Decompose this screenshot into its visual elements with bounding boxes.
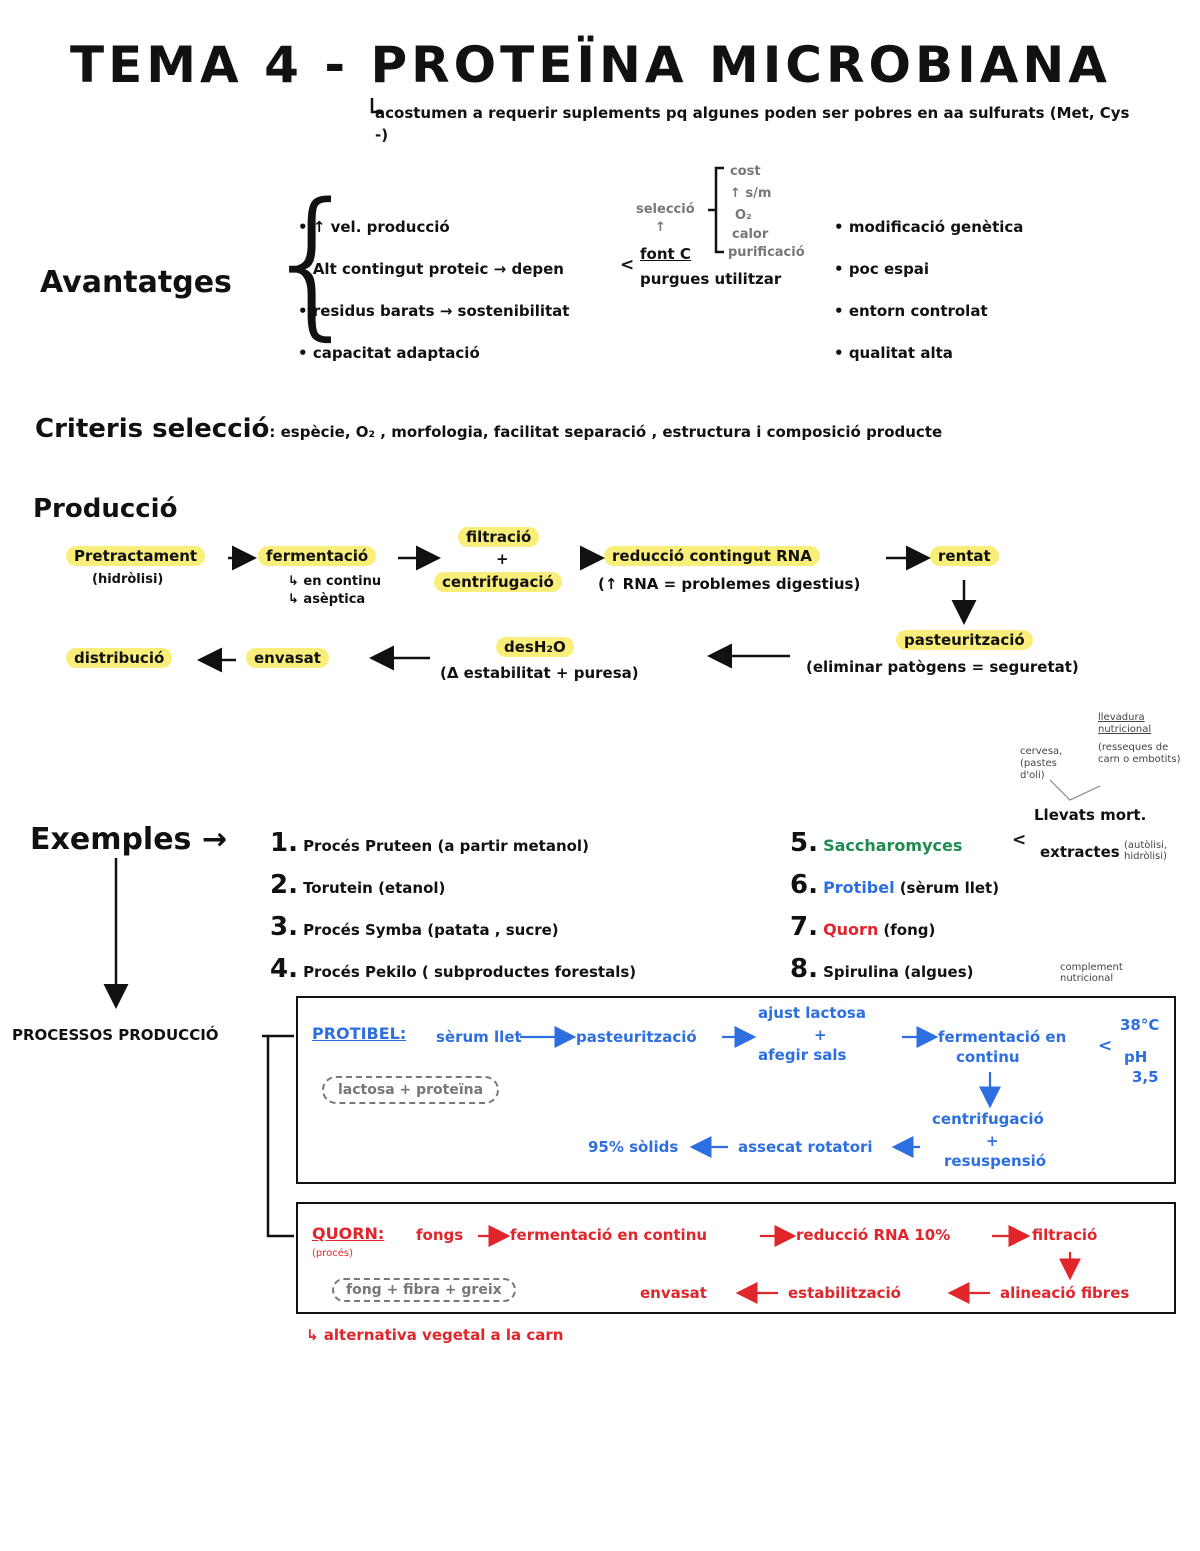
protibel-serum: sèrum llet xyxy=(436,1028,522,1046)
avantatges-heading: Avantatges xyxy=(40,265,232,300)
criteris-heading: Criteris selecció xyxy=(35,414,270,444)
quorn-reduccio: reducció RNA 10% xyxy=(796,1226,951,1244)
exemple-3: 3. Procés Symba (patata , sucre) xyxy=(270,912,559,942)
protibel-continu: continu xyxy=(956,1048,1020,1066)
avantatge-item-3: • residus barats → sostenibilitat xyxy=(298,302,570,320)
purgues-label: purgues utilitzar xyxy=(640,270,782,288)
avantatge-right-3: • entorn controlat xyxy=(834,302,988,320)
protibel-ph: pH xyxy=(1124,1048,1148,1066)
extractes-note: (autòlisi, hidròlisi) xyxy=(1124,840,1168,862)
processos-heading: PROCESSOS PRODUCCIÓ xyxy=(12,1026,219,1044)
step-plus: + xyxy=(496,550,509,568)
exemple-2: 2. Torutein (etanol) xyxy=(270,870,446,900)
quorn-note: ↳ alternativa vegetal a la carn xyxy=(306,1326,564,1344)
avantatge-right-1: • modificació genètica xyxy=(834,218,1024,236)
step-asceptica: ↳ asèptica xyxy=(288,592,366,607)
step-distribucio: distribució xyxy=(66,648,173,668)
step-continu: ↳ en continu xyxy=(288,574,382,589)
protibel-temp: 38°C xyxy=(1120,1016,1160,1034)
quorn-fongs: fongs xyxy=(416,1226,464,1244)
step-reduccio-note: (↑ RNA = problemes digestius) xyxy=(598,575,861,593)
quorn-ferment: fermentació en continu xyxy=(510,1226,708,1244)
less-than-icon-2: < xyxy=(1012,830,1027,850)
step-hidrolisi: (hidròlisi) xyxy=(92,572,164,587)
up-arrow-icon: ↑ xyxy=(655,220,666,235)
step-dessecacio: desH₂O xyxy=(496,637,574,657)
page-title: TEMA 4 - PROTEÏNA MICROBIANA xyxy=(70,36,1111,94)
exemple-7: 7. Quorn (fong) xyxy=(790,912,936,942)
llevadura-title: llevadura nutricional xyxy=(1098,712,1152,735)
quorn-label: QUORN: xyxy=(312,1224,385,1243)
protibel-ferment: fermentació en xyxy=(938,1028,1067,1046)
factor-calor: calor xyxy=(732,227,769,242)
step-pasteuritzacio: pasteurització xyxy=(896,630,1033,650)
quorn-box xyxy=(296,1202,1176,1314)
llevats-mort: Llevats mort. xyxy=(1034,806,1147,824)
avantatge-right-4: • qualitat alta xyxy=(834,344,953,362)
protibel-ajust: ajust lactosa xyxy=(758,1004,866,1022)
step-rentat: rentat xyxy=(930,546,999,566)
protibel-cloud: lactosa + proteïna xyxy=(322,1076,500,1104)
protibel-ph-value: 3,5 xyxy=(1132,1068,1159,1086)
protibel-solids: 95% sòlids xyxy=(588,1138,679,1156)
step-pretractament: Pretractament xyxy=(66,546,206,566)
step-reduccio: reducció contingut RNA xyxy=(604,546,820,566)
factor-sm: ↑ s/m xyxy=(730,186,772,201)
spirulina-note: complement nutricional xyxy=(1060,962,1123,984)
avantatge-item-2: • Alt contingut proteic → depen xyxy=(298,260,564,278)
factor-o2: O₂ xyxy=(735,208,752,223)
extractes: extractes xyxy=(1040,843,1120,861)
exemples-heading: Exemples xyxy=(30,822,192,857)
protibel-afegir: afegir sals xyxy=(758,1046,847,1064)
quorn-cloud: fong + fibra + greix xyxy=(332,1278,516,1302)
exemple-4: 4. Procés Pekilo ( subproductes forestal… xyxy=(270,954,637,984)
protibel-plus2: + xyxy=(986,1132,999,1150)
quorn-envasat: envasat xyxy=(640,1284,707,1302)
title-subnote: acostumen a requerir suplements pq algun… xyxy=(375,104,1130,144)
quorn-sublabel: (procés) xyxy=(312,1248,354,1259)
criteris-text: : espècie, O₂ , morfologia, facilitat se… xyxy=(269,423,943,441)
protibel-resusp: resuspensió xyxy=(944,1152,1047,1170)
avantatge-right-2: • poc espai xyxy=(834,260,930,278)
protibel-centri: centrifugació xyxy=(932,1110,1044,1128)
step-fermentacio: fermentació xyxy=(258,546,377,566)
exemple-5: 5. Saccharomyces xyxy=(790,828,963,858)
less-than-icon-3: < xyxy=(1098,1036,1113,1056)
exemple-6: 6. Protibel (sèrum llet) xyxy=(790,870,1000,900)
step-envasat: envasat xyxy=(246,648,329,668)
step-dessecacio-note: (Δ estabilitat + puresa) xyxy=(440,664,639,682)
factor-purificacio: purificació xyxy=(728,245,805,260)
protibel-label: PROTIBEL: xyxy=(312,1024,407,1043)
avantatge-item-1: • ↑ vel. producció xyxy=(298,218,450,236)
produccio-heading: Producció xyxy=(33,494,178,524)
protibel-pasteur: pasteurització xyxy=(576,1028,697,1046)
seleccio-label: selecció xyxy=(636,202,695,217)
step-filtracio: filtració xyxy=(458,527,540,547)
factor-cost: cost xyxy=(730,164,761,179)
protibel-plus: + xyxy=(814,1026,827,1044)
cervesa-note: cervesa, (pastes d'oli) xyxy=(1020,746,1063,781)
font-c-label: font C xyxy=(640,245,691,263)
protibel-assec: assecat rotatori xyxy=(738,1138,873,1156)
exemple-1: 1. Procés Pruteen (a partir metanol) xyxy=(270,828,589,858)
exemple-8: 8. Spirulina (algues) xyxy=(790,954,974,984)
avantatge-item-4: • capacitat adaptació xyxy=(298,344,480,362)
llevadura-note: (resseques de carn o embotits) xyxy=(1098,742,1181,765)
step-centrifugacio: centrifugació xyxy=(434,572,562,592)
arrow-right-icon: → xyxy=(202,822,228,857)
protibel-box xyxy=(296,996,1176,1184)
criteris-row: Criteris selecció: espècie, O₂ , morfolo… xyxy=(35,414,942,444)
quorn-alineacio: alineació fibres xyxy=(1000,1284,1130,1302)
less-than-icon: < xyxy=(620,255,635,275)
quorn-estabilitzacio: estabilització xyxy=(788,1284,901,1302)
step-pasteur-note: (eliminar patògens = seguretat) xyxy=(806,658,1079,676)
quorn-filtracio: filtració xyxy=(1032,1226,1098,1244)
left-brace-icon: { xyxy=(262,168,364,355)
